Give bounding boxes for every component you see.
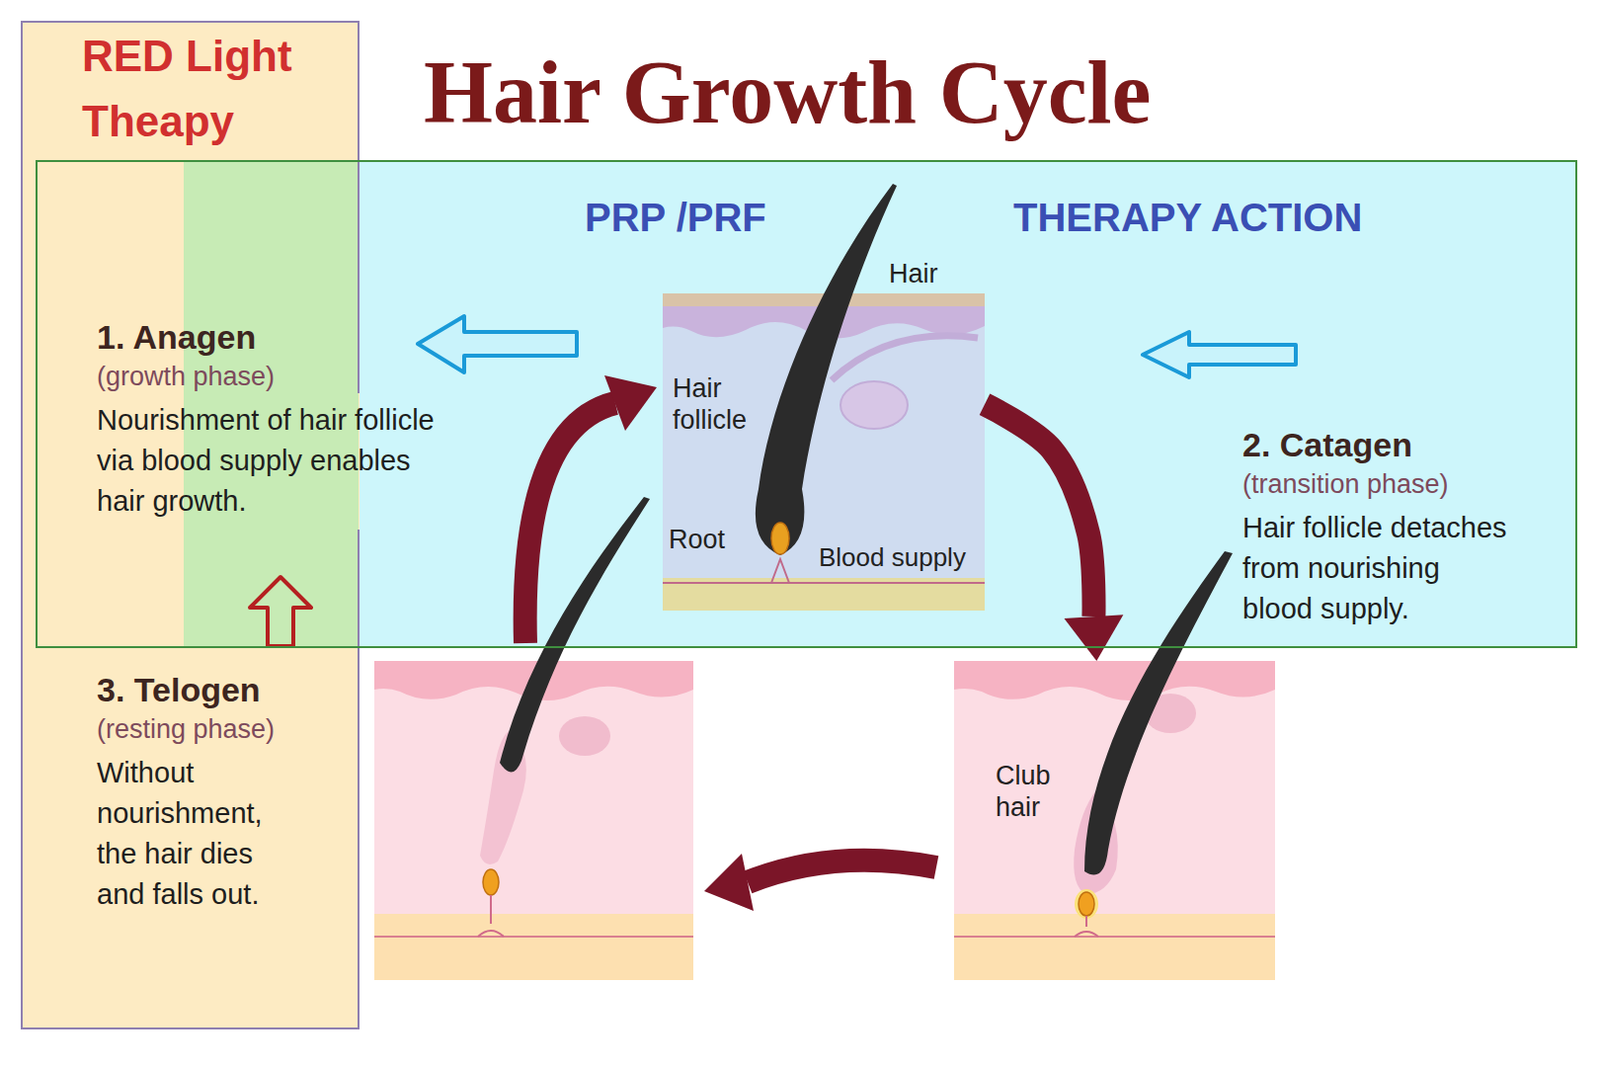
- fat-layer: [374, 913, 694, 980]
- dermal-papilla: [1078, 891, 1095, 916]
- cycle-arrow: [525, 402, 616, 643]
- dermal-papilla: [771, 522, 790, 555]
- band-ground: [35, 160, 1578, 648]
- phase-text: 3. Telogen(resting phase) Without nourish…: [96, 668, 290, 931]
- phase-subtitle: (transition phase): [1242, 467, 1514, 502]
- blood-vessel: [1074, 915, 1099, 937]
- phase-heading: 3. Telogen: [96, 668, 290, 711]
- sebaceous-gland: [840, 381, 908, 429]
- follicle-picture: Club hair: [954, 660, 1276, 980]
- panel-edge: [357, 529, 360, 1030]
- therapy-arrows: [249, 316, 1296, 646]
- phase-text: 1. Anagen(growth phase) Nourishment of ha…: [96, 316, 448, 538]
- phase-text: 2. Catagen(transition phase) Hair follicl…: [1242, 423, 1514, 645]
- therapy-panel: 3. Telogen(resting phase) Without nourish…: [20, 20, 360, 1030]
- part-label: Hair follicle: [672, 372, 772, 436]
- part-label: Club hair: [995, 759, 1085, 823]
- papilla-glow: [1074, 888, 1099, 919]
- diagram-title: Hair Growth Cycle: [423, 43, 1152, 142]
- phase-subtitle: (resting phase): [96, 712, 290, 747]
- blood-vessel: [771, 559, 790, 583]
- cycle-connector: [984, 403, 1123, 661]
- fat-layer: [662, 577, 985, 611]
- cycle-arrowhead: [704, 853, 754, 911]
- phase-heading: 1. Anagen: [96, 316, 448, 358]
- gland-duct: [831, 335, 978, 381]
- hollow-up-arrow: [249, 576, 312, 646]
- cycle-arrows: [525, 375, 937, 911]
- panel-edge: [357, 20, 360, 394]
- blood-vessel: [374, 935, 694, 938]
- part-label: Root: [668, 523, 725, 556]
- arrowhead: [1063, 614, 1123, 661]
- blood-vessel: [478, 894, 504, 937]
- dermis: [954, 660, 1276, 980]
- phase-description: Without nourishment, the hair dies and f…: [96, 752, 290, 915]
- hollow-arrow: [417, 316, 577, 373]
- hollow-arrow: [1142, 331, 1296, 378]
- catagen-illustration: [954, 551, 1276, 980]
- phase-description: Hair follicle detaches from nourishing b…: [1242, 507, 1514, 630]
- fat-layer: [954, 913, 1276, 980]
- part-label: Blood supply: [818, 542, 966, 573]
- dermal-papilla: [482, 869, 499, 895]
- epidermis: [954, 660, 1276, 701]
- panel-heading: RED Light Theapy: [81, 23, 339, 155]
- connector-line: [984, 403, 1095, 617]
- blood-vessel: [662, 581, 985, 584]
- cycle-arrowhead: [604, 375, 657, 431]
- cycle-arrow: [747, 860, 937, 882]
- phase-heading: 2. Catagen: [1242, 423, 1514, 466]
- panel-grounds: [20, 20, 1578, 1030]
- phase-subtitle: (growth phase): [96, 359, 448, 395]
- band-heading: THERAPY ACTION: [1013, 193, 1362, 241]
- hair-strand: [755, 183, 897, 556]
- anagen-illustration: [662, 183, 985, 611]
- sebaceous-gland: [559, 716, 611, 756]
- part-label: Hair: [888, 257, 939, 290]
- therapy-band: 1. Anagen(growth phase) Nourishment of ha…: [35, 160, 1578, 648]
- blood-vessel: [954, 935, 1276, 938]
- club-hair-strand: [1084, 551, 1233, 876]
- follicle-picture: HairHair follicleRootBlood supply: [662, 293, 985, 611]
- panel-ground: [20, 20, 360, 1030]
- band-heading: PRP /PRF: [584, 193, 767, 241]
- phase-description: Nourishment of hair follicle via blood s…: [96, 400, 448, 522]
